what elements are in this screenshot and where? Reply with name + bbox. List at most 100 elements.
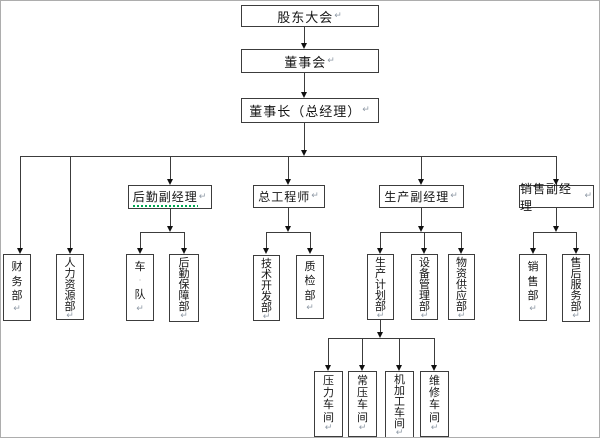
node-label-char: 力 [323,386,334,400]
node-label-char: 车 [357,398,368,412]
node-label-char: 质 [304,260,316,274]
node-label-char: 技 [261,257,272,270]
node-label-char: 务 [570,289,582,302]
node-label-char: 修 [429,386,440,400]
connector-line [70,156,71,248]
paragraph-mark: ↵ [334,10,343,21]
paragraph-mark: ↵ [136,303,144,314]
node-hr-dept: 人力资源部↵ [56,254,84,321]
node-finance-dept: 财务部↵ [3,254,31,321]
node-label-char: 财 [11,259,23,273]
node-label-char: 务 [11,274,23,288]
node-label-char: 维 [429,374,440,388]
arrowhead-icon [301,43,307,49]
arrowhead-icon [421,248,427,254]
paragraph-mark: ↵ [430,422,439,433]
connector-line [288,208,289,226]
connector-bracket [266,232,311,233]
connector-bracket [328,338,435,339]
node-label-char: 后 [570,267,582,280]
node-label-char: 部 [178,300,190,313]
paragraph-mark: ↵ [180,311,188,321]
node-label-char: 机 [394,373,405,386]
node-equipment-dept: 设备管理部↵ [411,254,438,321]
connector-bracket [380,232,462,233]
node-label-char: 间 [429,410,440,424]
node-normal-pressure-workshop: 常压车间↵ [348,371,377,437]
arrowhead-icon [431,365,437,371]
paragraph-mark: ↵ [457,311,466,321]
node-label-char: 压 [323,374,334,388]
node-label-char: 工 [394,395,405,408]
node-label-char: 后 [178,256,190,269]
arrowhead-icon [418,226,424,232]
node-label-char: 人 [64,256,76,269]
node-label-char: 售 [570,256,582,269]
node-label-char: 部 [527,289,539,303]
arrowhead-icon [325,365,331,371]
node-label-char: 销 [527,259,539,273]
node-label-char: 检 [304,274,316,288]
paragraph-mark: ↵ [420,311,429,321]
paragraph-mark: ↵ [198,191,208,202]
node-label: 董事长（总经理） [249,105,362,120]
connector-line [288,156,289,179]
node-label-char: 队 [134,288,146,302]
arrowhead-icon [377,332,383,338]
paragraph-mark: ↵ [376,311,385,321]
node-quality-dept: 质检部↵ [296,255,324,319]
connector-line [170,208,171,226]
arrowhead-icon [530,248,536,254]
node-board: 董事会 ↵ [241,49,379,73]
paragraph-mark: ↵ [572,311,580,321]
connector-line [424,232,425,248]
connector-bracket [140,232,185,233]
node-label: 股东大会 [277,10,334,26]
node-label-char: 间 [394,417,405,430]
node-label-char: 资 [456,267,467,280]
node-label: 生产副经理 [384,190,450,204]
paragraph-mark: ↵ [358,422,367,433]
connector-line [140,232,141,248]
connector-line [421,208,422,226]
paragraph-mark: ↵ [584,191,593,201]
arrowhead-icon [573,248,579,254]
node-label-char: 管 [419,278,430,291]
node-label-char: 开 [261,279,272,292]
node-label-char: 障 [178,289,190,302]
paragraph-mark: ↵ [529,304,537,315]
paragraph-mark: ↵ [362,105,371,115]
connector-line [266,232,267,248]
arrowhead-icon [167,226,173,232]
arrowhead-icon [396,365,402,371]
connector-line [380,232,381,248]
node-label: 后勤副经理 [132,187,198,207]
node-pressure-workshop: 压力车间↵ [314,371,343,437]
node-label-char: 车 [323,398,334,412]
arrowhead-icon [285,179,291,185]
node-label-char: 供 [456,278,467,291]
node-label-char: 术 [261,268,272,281]
node-label-char: 计 [375,278,386,291]
arrowhead-icon [167,179,173,185]
node-label-char: 产 [375,267,386,280]
arrowhead-icon [553,179,559,185]
node-label-char: 车 [394,406,405,419]
node-chief-engineer: 总工程师 ↵ [253,185,325,208]
node-label-char: 服 [570,278,582,291]
arrowhead-icon [359,365,365,371]
connector-line [304,26,305,43]
paragraph-mark: ↵ [450,191,459,201]
node-label-char: 力 [64,267,76,280]
node-label-char: 勤 [178,267,190,280]
connector-line [461,232,462,248]
node-label-char: 间 [323,410,334,424]
arrowhead-icon [458,248,464,254]
node-production-manager: 生产副经理 ↵ [379,185,464,208]
arrowhead-icon [418,179,424,185]
node-production-planning-dept: 生产计划部↵ [367,254,394,321]
connector-line [399,338,400,365]
arrowhead-icon [17,248,23,254]
arrowhead-icon [137,248,143,254]
arrowhead-icon [263,248,269,254]
